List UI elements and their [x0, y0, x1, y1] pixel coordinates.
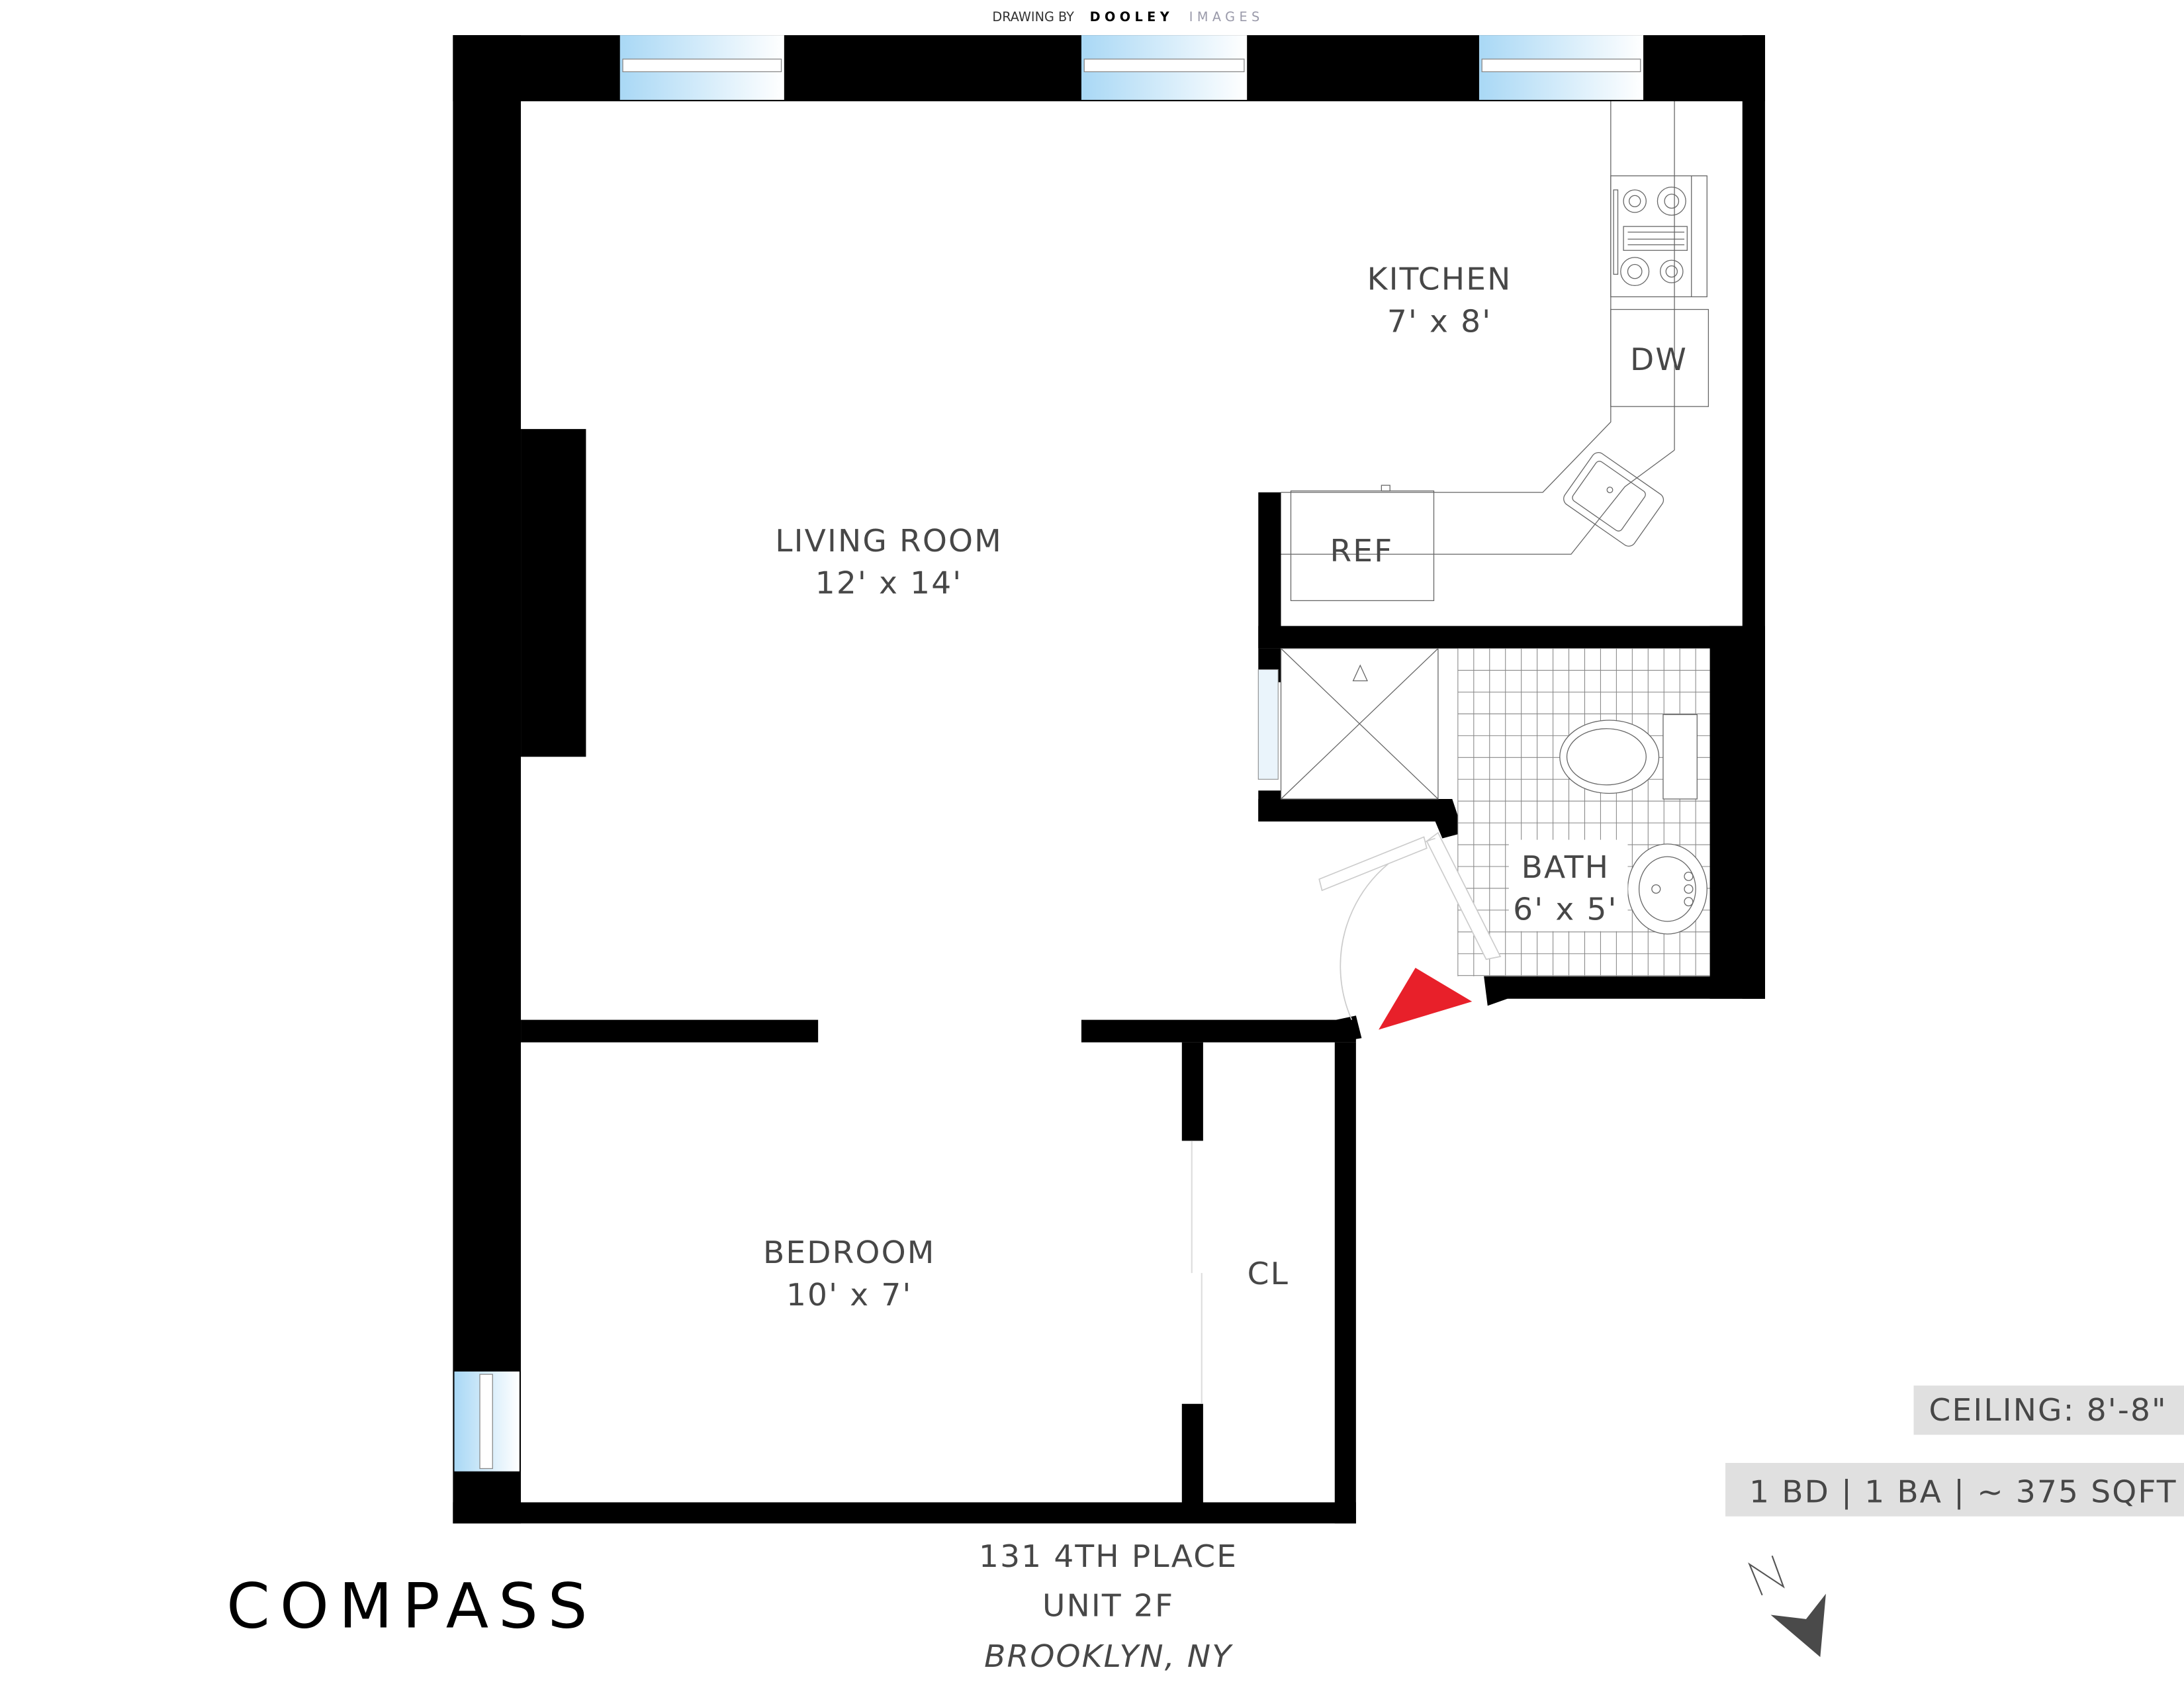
walls	[453, 35, 1765, 1524]
windows	[454, 35, 1644, 1472]
window-top-3	[1479, 35, 1644, 100]
bath-size: 6' x 5'	[1513, 892, 1617, 928]
bedroom-size: 10' x 7'	[786, 1277, 913, 1313]
closet-name: CL	[1248, 1256, 1289, 1292]
kitchen-sink-icon	[1563, 452, 1664, 547]
living-room-name: LIVING ROOM	[775, 523, 1003, 559]
refrigerator-label: REF	[1330, 533, 1393, 569]
window-shower	[1257, 669, 1279, 780]
toilet-icon	[1559, 714, 1698, 800]
bath-name: BATH	[1522, 849, 1610, 886]
address-line3: BROOKLYN, NY	[984, 1638, 1233, 1675]
compass-logo: COMPASS	[226, 1571, 597, 1643]
living-room-size: 12' x 14'	[815, 565, 963, 602]
range-icon	[1610, 175, 1707, 298]
refrigerator: REF	[1290, 485, 1435, 602]
address-line2: UNIT 2F	[1042, 1588, 1174, 1624]
window-bedroom	[454, 1371, 520, 1472]
bath-sink-icon	[1627, 843, 1707, 935]
entry-marker-icon	[1379, 968, 1473, 1030]
north-arrow-icon	[1748, 1555, 1826, 1658]
drawing-credit: DRAWING BY DOOLEY IMAGES	[992, 1, 1263, 27]
window-top-1	[619, 35, 784, 100]
ceiling-info: CEILING: 8'-8"	[1913, 1385, 2184, 1435]
closet-door[interactable]	[1191, 1141, 1203, 1404]
kitchen-size: 7' x 8'	[1387, 304, 1492, 340]
bedroom-name: BEDROOM	[763, 1235, 936, 1271]
ceiling-height: CEILING: 8'-8"	[1929, 1392, 2167, 1429]
kitchen-name: KITCHEN	[1367, 261, 1512, 298]
window-top-2	[1081, 35, 1248, 100]
dishwasher: DW	[1610, 308, 1709, 407]
bath-door[interactable]	[1318, 831, 1502, 1020]
summary-info: 1 BD | 1 BA | ~ 375 SQFT	[1725, 1463, 2184, 1517]
unit-summary: 1 BD | 1 BA | ~ 375 SQFT	[1749, 1474, 2177, 1511]
shower-icon	[1280, 647, 1439, 800]
dishwasher-label: DW	[1630, 342, 1688, 378]
address-line1: 131 4TH PLACE	[979, 1538, 1238, 1575]
